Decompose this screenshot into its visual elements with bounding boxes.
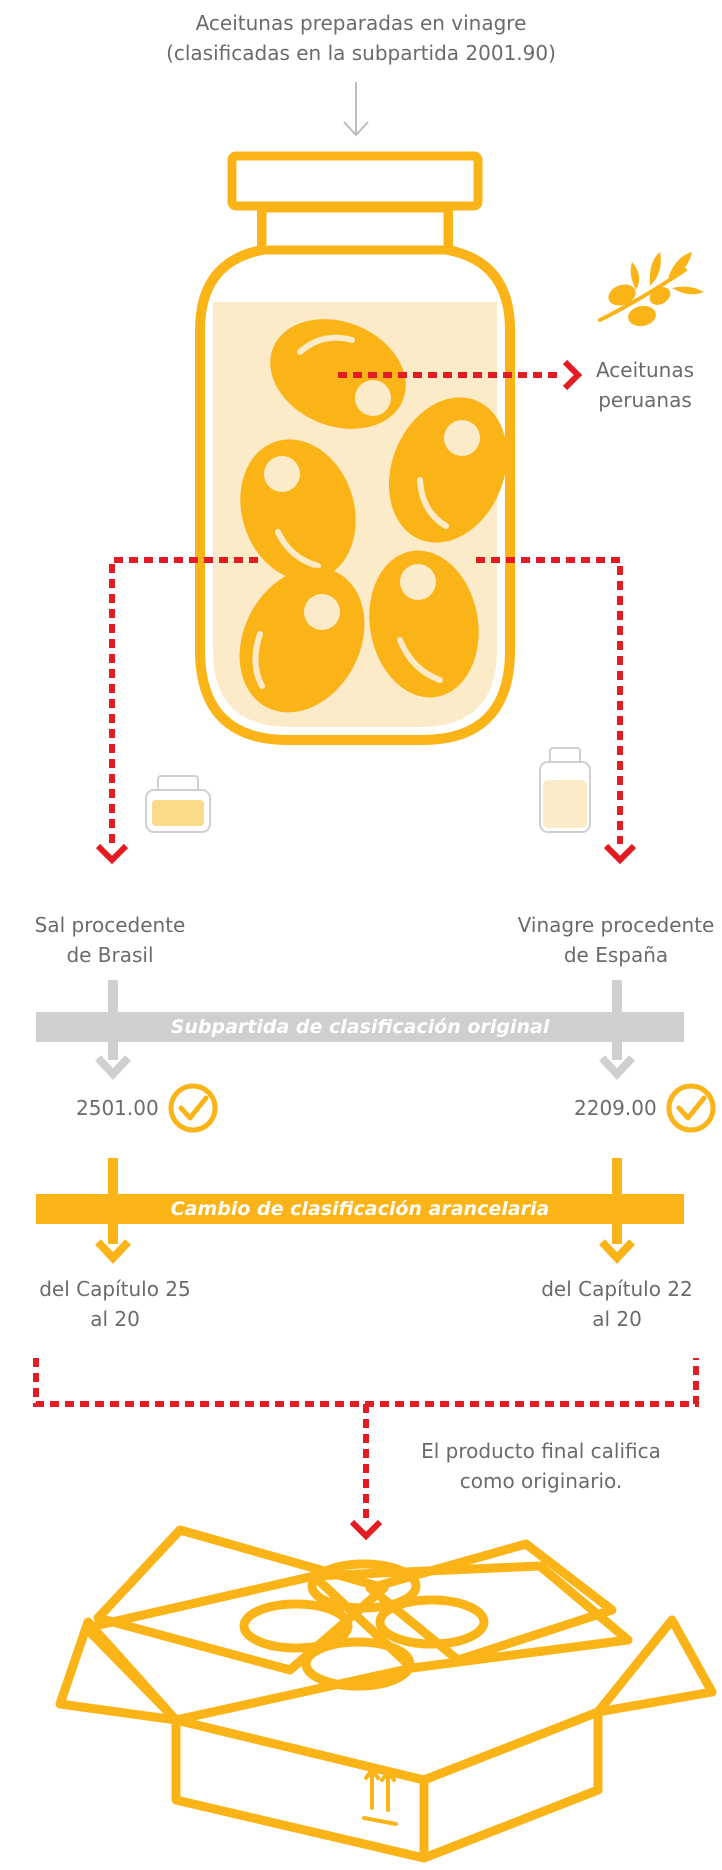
band-original-classification: Subpartida de clasificación original (36, 1012, 684, 1042)
arrow-result-head (349, 1519, 383, 1541)
arrow-salt (109, 557, 258, 844)
code-left: 2501.00 (76, 1096, 159, 1120)
jar-title: Aceitunas preparadas en vinagre (clasifi… (166, 11, 556, 65)
result-label: El producto final califica como originar… (421, 1439, 661, 1493)
check-circle-icon (168, 1083, 218, 1133)
salt-shaker-icon (145, 775, 211, 833)
arrow-vinegar-head (603, 843, 637, 865)
open-box-icon (55, 1525, 717, 1863)
arrow-salt-head (95, 843, 129, 865)
code-right: 2209.00 (574, 1096, 657, 1120)
arrow-peru (338, 359, 583, 391)
change-right-label: del Capítulo 22 al 20 (541, 1277, 693, 1331)
band-tariff-change: Cambio de clasificación arancelaria (36, 1194, 684, 1224)
olive-bottom-left (239, 567, 365, 713)
top-arrow (343, 82, 369, 137)
arrow-vinegar (476, 557, 623, 844)
vinegar-bottle-icon (539, 747, 591, 833)
peru-label: Aceitunas peruanas (595, 358, 695, 412)
vinegar-origin-label: Vinagre procedente de España (517, 913, 715, 967)
olive-mid-left (240, 439, 356, 581)
arrow-result (33, 1358, 699, 1520)
change-left-label: del Capítulo 25 al 20 (39, 1277, 191, 1331)
olive-branch-icon (598, 252, 704, 327)
olive-jar-icon (195, 151, 515, 745)
olive-bottom-right (369, 550, 479, 698)
salt-origin-label: Sal procedente de Brasil (34, 913, 186, 967)
check-circle-icon (666, 1083, 716, 1133)
olive-mid-right (388, 397, 508, 543)
